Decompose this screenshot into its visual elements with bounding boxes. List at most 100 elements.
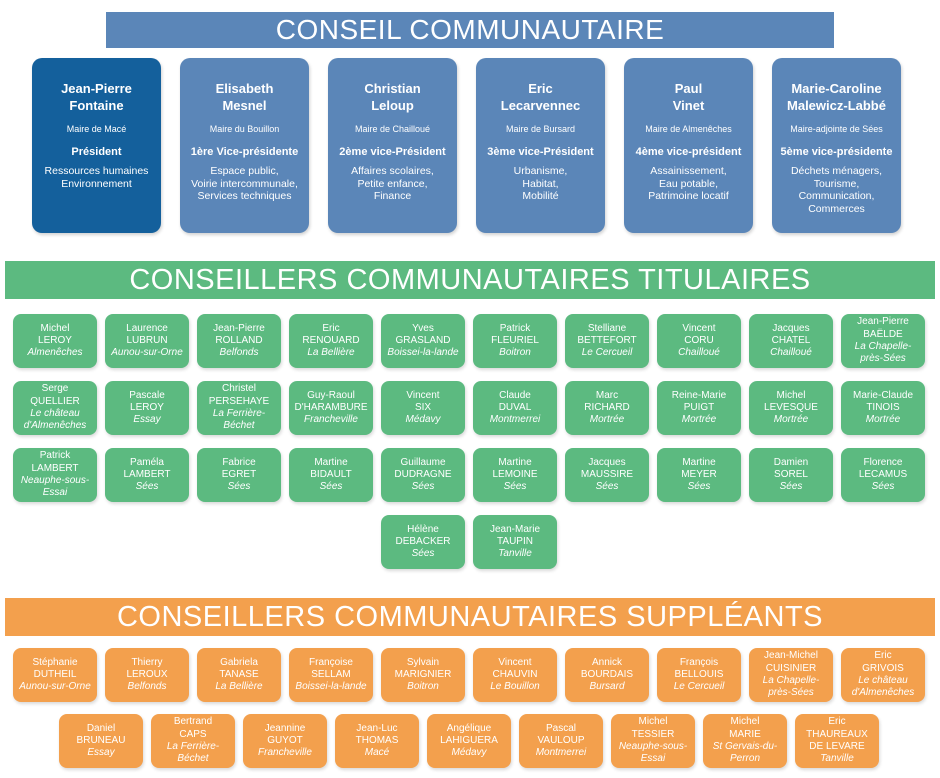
member-first-name: Hélène [407,523,439,535]
exec-card-president: Jean-Pierre Fontaine Maire de Macé Prési… [32,58,161,233]
member-town: Aunou-sur-Orne [19,681,91,693]
titulaires-banner: CONSEILLERS COMMUNAUTAIRES TITULAIRES [5,261,935,299]
exec-card-vp5: Marie-Caroline Malewicz-Labbé Maire-adjo… [772,58,901,233]
member-last-name: BRUNEAU [76,734,126,746]
member-last-name: BELLOUIS [674,668,724,680]
member-town: Le Bouillon [490,681,540,693]
member-town: Mortrée [865,414,901,426]
member-first-name: Yves [412,322,434,334]
member-town: Le Cercueil [581,347,633,359]
exec-title: 5ème vice-présidente [780,146,893,158]
member-first-name: Pascale [129,389,165,401]
member-first-name: Reine-Marie [671,389,727,401]
exec-role: Maire-adjointe de Sées [790,124,883,134]
member-last-name: FLEURIEL [491,334,539,346]
member-first-name: Claude [499,389,531,401]
exec-role: Maire de Macé [66,124,127,134]
member-town: Boissei-la-lande [387,347,459,359]
member-town: Neauphe-sous-Essai [618,741,688,765]
member-last-name: TAUPIN [497,535,533,547]
member-last-name: SELLAM [311,668,351,680]
member-town: Aunou-sur-Orne [111,347,183,359]
exec-role: Maire du Bouillon [209,124,280,134]
member-last-name: LEROY [38,334,72,346]
exec-responsibilities: Assainissement, Eau potable, Patrimoine … [648,165,729,202]
member-first-name: Patrick [499,322,531,334]
member-town: Essay [87,747,115,759]
member-first-name: Marc [595,389,619,401]
member-last-name: QUELLIER [30,395,80,407]
member-first-name: Jacques [772,322,810,334]
exec-name: Eric Lecarvennec [500,81,581,113]
member-last-name: LEVESQUE [764,401,818,413]
exec-name: Elisabeth Mesnel [215,81,274,113]
member-first-name: Stéphanie [32,656,78,668]
member-town: La Chapelle-près-Sées [762,675,820,699]
member-town: Mortrée [773,414,809,426]
council-banner: CONSEIL COMMUNAUTAIRE [106,12,834,48]
member-last-name: MARIGNIER [394,668,452,680]
member-first-name: Vincent [406,389,440,401]
member-town: Le château d'Almenêches [851,675,915,699]
member-last-name: ROLLAND [215,334,263,346]
member-last-name: VAULOUP [537,734,585,746]
member-last-name: MAUSSIRE [580,468,634,480]
member-last-name: GRIVOIS [862,662,904,674]
member-town: St Gervais-du-Perron [712,741,778,765]
suppleants-banner: CONSEILLERS COMMUNAUTAIRES SUPPLÉANTS [5,598,935,636]
member-town: Le château d'Almenêches [23,408,87,432]
member-town: Mortrée [681,414,717,426]
member-last-name: LECAMUS [858,468,908,480]
exec-role: Maire de Bursard [505,124,576,134]
member-last-name: RENOUARD [302,334,360,346]
member-first-name: Stelliane [587,322,627,334]
member-first-name: Jean-Pierre [213,322,265,334]
member-town: La Bellière [307,347,355,359]
member-last-name: SOREL [774,468,808,480]
exec-responsibilities: Déchets ménagers, Tourisme, Communicatio… [790,165,883,215]
member-town: Mortrée [589,414,625,426]
member-town: Tanville [820,753,854,765]
member-town: Bursard [589,681,625,693]
member-last-name: SIX [414,401,432,413]
member-first-name: Guillaume [400,456,446,468]
member-first-name: Jean-Pierre [857,316,909,328]
member-town: Neauphe-sous-Essai [20,475,90,499]
member-last-name: CHATEL [771,334,811,346]
member-town: Le Cercueil [673,681,725,693]
member-first-name: Daniel [86,722,116,734]
member-town: Almenêches [27,347,83,359]
member-last-name: THOMAS [355,734,399,746]
member-first-name: Eric [322,322,340,334]
exec-responsibilities: Ressources humaines Environnement [44,165,149,190]
member-last-name: LUBRUN [126,334,168,346]
member-first-name: Eric [874,650,892,662]
exec-card-vp1: Elisabeth Mesnel Maire du Bouillon 1ère … [180,58,309,233]
member-town: La Ferrière-Béchet [212,408,266,432]
member-town: Sées [411,548,435,560]
